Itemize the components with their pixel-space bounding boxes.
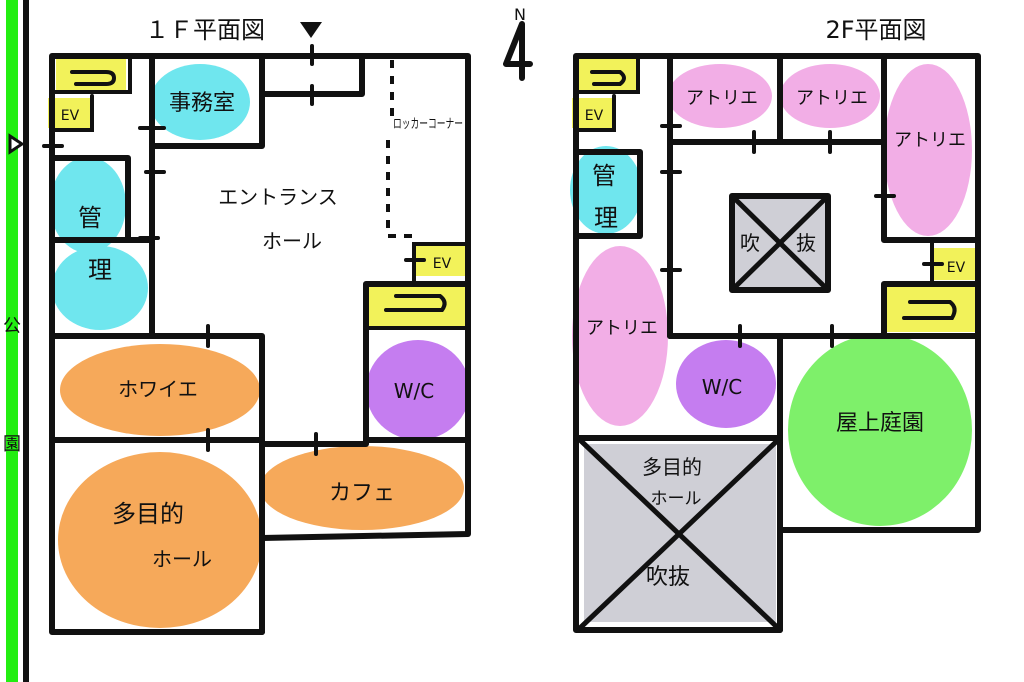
f1-ev-nw-fill — [48, 98, 92, 128]
f1-multi-label-a: 多目的 — [112, 500, 184, 528]
f1-foyer-fill — [60, 344, 260, 436]
f1-title: １Ｆ平面図 — [145, 16, 265, 44]
f2-stairs-wall — [574, 54, 640, 94]
f2-void-center-label-a: 吹 — [740, 231, 760, 255]
f2-stairs-e-fill — [884, 286, 976, 332]
f2-stairs-arrow-icon — [590, 70, 626, 86]
f2-wc-label: W/C — [702, 375, 742, 399]
f1-entrance-label-b: ホール — [262, 229, 322, 253]
f1-foyer-wall — [49, 333, 265, 443]
f2-void-center-label-b: 抜 — [796, 231, 816, 255]
f1-cafe-fill — [260, 446, 464, 530]
park-strip — [6, 0, 18, 682]
f2-multi-wall — [573, 435, 783, 633]
f2-void-center-x — [729, 193, 831, 293]
f1-stairs-wall — [50, 54, 132, 94]
f2-mgmt-fill — [570, 146, 642, 234]
f2-void-sw-x — [577, 437, 781, 631]
f2-atelier1-fill — [668, 64, 772, 128]
f1-cafe-label: カフェ — [329, 481, 395, 506]
f1-locker-label: ロッカーコーナー — [393, 117, 463, 132]
f2-title: 2F平面図 — [825, 16, 926, 44]
f2-atelier3-label: アトリエ — [894, 130, 966, 151]
f1-ev-nw-label: EV — [61, 108, 80, 124]
f1-stairs-arrow-icon — [70, 70, 117, 86]
f1-wc-fill — [366, 340, 470, 440]
f2-garden-label: 屋上庭園 — [836, 411, 924, 436]
f1-mgmt-label-b: 理 — [88, 256, 112, 284]
park-label-2: 園 — [3, 434, 21, 455]
f2-garden-fill — [788, 334, 972, 526]
f1-multi-label-b: ホール — [152, 547, 212, 571]
f1-stairs-e-fill — [366, 284, 466, 326]
f1-foyer-label: ホワイエ — [118, 377, 198, 401]
f1-entrance-label-a: エントランス — [218, 185, 338, 209]
f2-atelier4-label: アトリエ — [586, 318, 658, 339]
f2-atelier4-fill — [572, 246, 668, 426]
f1-office-wall — [149, 53, 265, 149]
f1-mgmt-fill-a — [50, 157, 126, 253]
f1-entrance-marker-icon — [300, 22, 322, 38]
f1-stairs-e-arrow-icon — [384, 294, 447, 312]
f2-multi-label-a: 多目的 — [642, 455, 702, 479]
f2-void-sw-label: 吹抜 — [646, 565, 690, 590]
f2-stairs-e-arrow-icon — [902, 300, 957, 320]
f2-atelier3-wall — [881, 53, 981, 243]
f2-atelier2-fill — [780, 64, 880, 128]
f1-ev-wall — [50, 94, 94, 132]
f1-office-label: 事務室 — [169, 91, 235, 116]
north-arrow-icon — [503, 21, 533, 81]
f1-locker-dashed — [386, 60, 412, 238]
f1-ev-e-wall — [412, 242, 470, 286]
entrance-arrow-icon — [8, 133, 25, 155]
park-label-1: 公 — [3, 316, 21, 337]
f2-atelier3-fill — [884, 64, 972, 236]
f1-multi-fill — [58, 452, 262, 628]
f2-ev-nw-label: EV — [585, 108, 604, 124]
f1-wc-label: W/C — [394, 379, 434, 403]
f1-mgmt-fill-b — [52, 246, 148, 330]
f1-mgmt-label-a: 管 — [78, 204, 102, 232]
f2-ev-e-label: EV — [947, 260, 966, 276]
f2-wc-fill — [676, 340, 776, 428]
f2-mgmt-wall — [573, 149, 643, 239]
f2-atelier1-label: アトリエ — [686, 88, 758, 109]
f2-atelier2-label: アトリエ — [796, 88, 868, 109]
f2-multi-label-b: ホール — [651, 489, 702, 509]
f2-mgmt-label-a: 管 — [592, 162, 616, 190]
f1-ev-e-label: EV — [433, 256, 452, 272]
f2-ev-wall — [574, 94, 616, 132]
f2-mgmt-label-b: 理 — [594, 204, 618, 232]
f2-void-center-wall — [729, 193, 831, 293]
f1-office-fill — [150, 64, 250, 140]
north-label: N — [514, 5, 526, 24]
f1-nook-wall — [259, 53, 365, 97]
